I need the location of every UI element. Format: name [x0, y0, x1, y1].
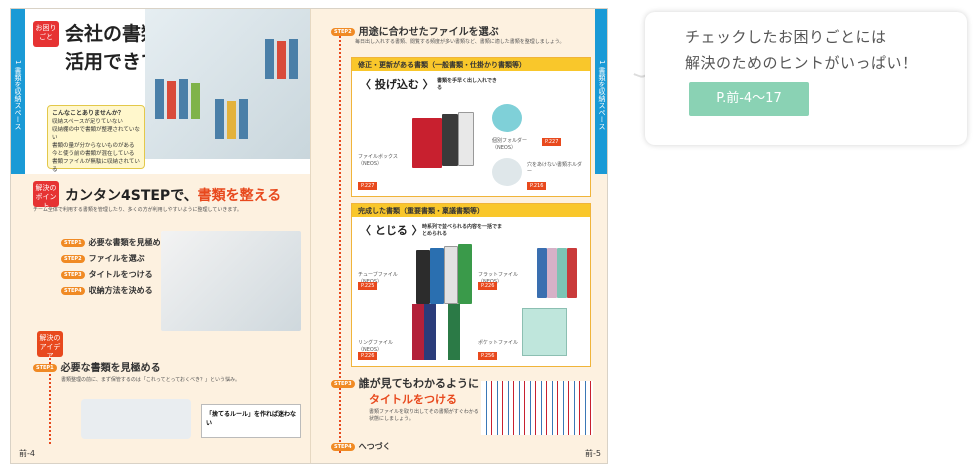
page-ref-label: P.216 — [527, 182, 547, 190]
page-number-left: 前-4 — [19, 449, 35, 458]
worry-badge: お困りごと — [33, 21, 59, 47]
step2-tag: STEP2 — [331, 28, 355, 36]
labeled-binders-illustration — [481, 381, 593, 435]
step2-desc: 毎日出し入れする書類、閲覧する頻度が多い書類など、書類に適した書類を整理しましょ… — [355, 39, 565, 45]
step3-desc: 書類ファイルを取り出してその書類がすぐわかる状態にしましょう。 — [369, 409, 479, 422]
step1-desc: 書類整理の前に、まず保管するのは「これってとっておくべき？」という悩み。 — [61, 377, 241, 383]
step3-title-1: 誰が見てもわかるように — [358, 377, 480, 390]
step-label: 収納方法を決める — [88, 286, 153, 295]
flow-line — [339, 33, 341, 453]
page-ref-label: P.227 — [542, 138, 562, 146]
step-tag: STEP1 — [61, 238, 85, 247]
throw-in-title: 〈 投げ込む 〉 — [360, 78, 434, 91]
left-chapter-tab: 1 書類を収納スペース — [11, 9, 25, 174]
page-ref-label: P.227 — [358, 182, 378, 190]
step2-title: 用途に合わせたファイルを選ぶ — [358, 27, 499, 38]
step-label: 必要な書類を見極める — [88, 238, 169, 247]
hint-callout: チェックしたお困りごとには 解決のためのヒントがいっぱい！ P.前-4～17 — [645, 12, 967, 145]
pocket-file-illustration — [522, 308, 567, 356]
bind-sub: 時系列で並べられる内容を一括でまとめられる — [422, 224, 503, 237]
rule-box: 「捨てるルール」を作れば迷わない — [201, 404, 301, 438]
page-ref-label: P.226 — [358, 352, 378, 360]
right-chapter-tab: 1 書類を収納スペース — [595, 9, 607, 174]
holder-illustration — [492, 158, 522, 186]
worry-item: 収納スペースが足りていない — [52, 119, 123, 125]
ring-file-illustration — [412, 304, 472, 360]
tube-file-illustration — [416, 244, 476, 304]
left-page: 1 書類を収納スペース お困りごと 会社の書類、うまく 活用できていない…。 こ… — [11, 9, 310, 463]
page-number-right: 前-5 — [585, 449, 601, 458]
throw-in-sub: 書類を手早く出し入れできる — [437, 78, 497, 91]
flow-line — [49, 339, 51, 444]
callout-line-2: 解決のためのヒントがいっぱい！ — [685, 54, 918, 72]
idea-badge: 解決のアイデア — [37, 331, 63, 360]
page-ref-button[interactable]: P.前-4～17 — [689, 82, 809, 116]
step-tag: STEP2 — [61, 254, 85, 263]
product-name: リングファイル（NEOS） — [358, 340, 394, 353]
file-box-illustration — [412, 108, 477, 168]
solution-title-b: 書類を整える — [197, 188, 282, 204]
flat-file-illustration — [537, 244, 587, 299]
step-tag: STEP3 — [61, 270, 85, 279]
step3-tag: STEP3 — [331, 380, 355, 388]
product-name: ファイルボックス（NEOS） — [358, 154, 398, 167]
office-shelf-illustration — [145, 9, 310, 159]
page-ref-label: P.225 — [358, 282, 378, 290]
office-worker-illustration — [81, 399, 191, 439]
bind-title: 〈 とじる 〉 — [360, 224, 423, 237]
worry-item: 収納棚の中で書類が整理されていない — [52, 127, 140, 141]
step3-title-2: タイトルをつける — [369, 393, 457, 406]
bind-head: 完成した書類（重要書類・稟議書類等） — [352, 204, 590, 217]
step-label: ファイルを選ぶ — [88, 254, 145, 263]
bind-box: 完成した書類（重要書類・稟議書類等） 〈 とじる 〉 時系列で並べられる内容を一… — [351, 203, 591, 367]
solution-title-a: カンタン4STEPで、 — [65, 188, 198, 204]
step4-tag: STEP4 — [331, 442, 355, 451]
page-ref-label: P.226 — [478, 282, 498, 290]
product-name: 穴をあけない書類ホルダー — [527, 162, 583, 175]
callout-line-1: チェックしたお困りごとには — [685, 28, 887, 46]
page-ref-label: P.256 — [478, 352, 498, 360]
step-tag: STEP4 — [61, 286, 85, 295]
organized-shelf-illustration — [161, 231, 301, 331]
folder-illustration — [492, 104, 522, 132]
worries-list: こんなことありませんか？ 収納スペースが足りていない 収納棚の中で書類が整理され… — [47, 105, 145, 173]
worry-item: 書類ファイルが無駄に収納されている — [52, 159, 140, 173]
step4-text: へつづく — [358, 442, 391, 451]
step-label: タイトルをつける — [88, 270, 153, 279]
worry-item: 今と使う前の書類が混在している — [52, 151, 135, 157]
worry-item: 書類の量が分からないものがある — [52, 143, 135, 149]
worries-title: こんなことありませんか？ — [52, 110, 124, 117]
product-name: ポケットファイル — [478, 340, 519, 346]
throw-in-box: 修正・更新がある書類（一般書類・仕掛かり書類等） 〈 投げ込む 〉 書類を手早く… — [351, 57, 591, 197]
step1-title: 必要な書類を見極める — [60, 363, 161, 374]
catalog-spread: 1 書類を収納スペース お困りごと 会社の書類、うまく 活用できていない…。 こ… — [10, 8, 608, 464]
solution-desc: チーム全体で利用する書類を管理したり、多くの方が利用しやすいように整理していきま… — [33, 207, 242, 213]
product-name: 個別フォルダー（NEOS） — [492, 138, 528, 151]
throw-in-head: 修正・更新がある書類（一般書類・仕掛かり書類等） — [352, 58, 590, 71]
hero-panel: お困りごと 会社の書類、うまく 活用できていない…。 こんなことありませんか？ … — [25, 9, 310, 174]
step1-tag: STEP1 — [33, 364, 57, 372]
solution-badge: 解決のポイント — [33, 181, 59, 210]
